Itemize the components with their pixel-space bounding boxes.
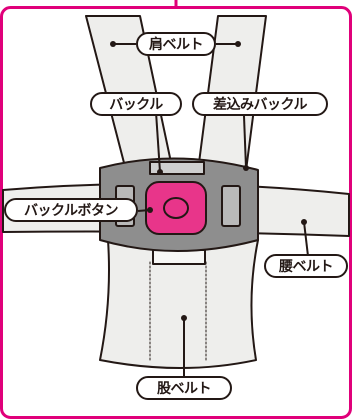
dot-crotch-belt (181, 315, 187, 321)
dot-waist-belt (301, 219, 307, 225)
label-buckle-button: バックルボタン (4, 198, 138, 222)
leader-buckle (155, 111, 161, 173)
leader-waist-belt (303, 221, 309, 257)
buckle-top-bar (149, 161, 205, 175)
label-waist-belt: 腰ベルト (264, 254, 348, 278)
dot-shoulder-left (110, 41, 116, 47)
leader-dots (110, 41, 307, 321)
dot-buckle-button (147, 207, 153, 213)
crotch-belt (99, 239, 259, 369)
crotch-strap (152, 249, 206, 265)
label-insert-buckle: 差込みバックル (192, 92, 328, 116)
dot-buckle (157, 169, 163, 175)
dot-insert-buckle (243, 165, 249, 171)
dot-shoulder-right (235, 41, 241, 47)
label-shoulder-belt: 肩ベルト (136, 32, 216, 56)
label-buckle: バックル (90, 92, 182, 116)
leader-insert-buckle (243, 115, 247, 169)
buckle-right-slot (221, 185, 241, 227)
label-crotch-belt: 股ベルト (136, 376, 232, 400)
buckle-button-center (163, 197, 189, 219)
belt-illustration (2, 15, 350, 369)
